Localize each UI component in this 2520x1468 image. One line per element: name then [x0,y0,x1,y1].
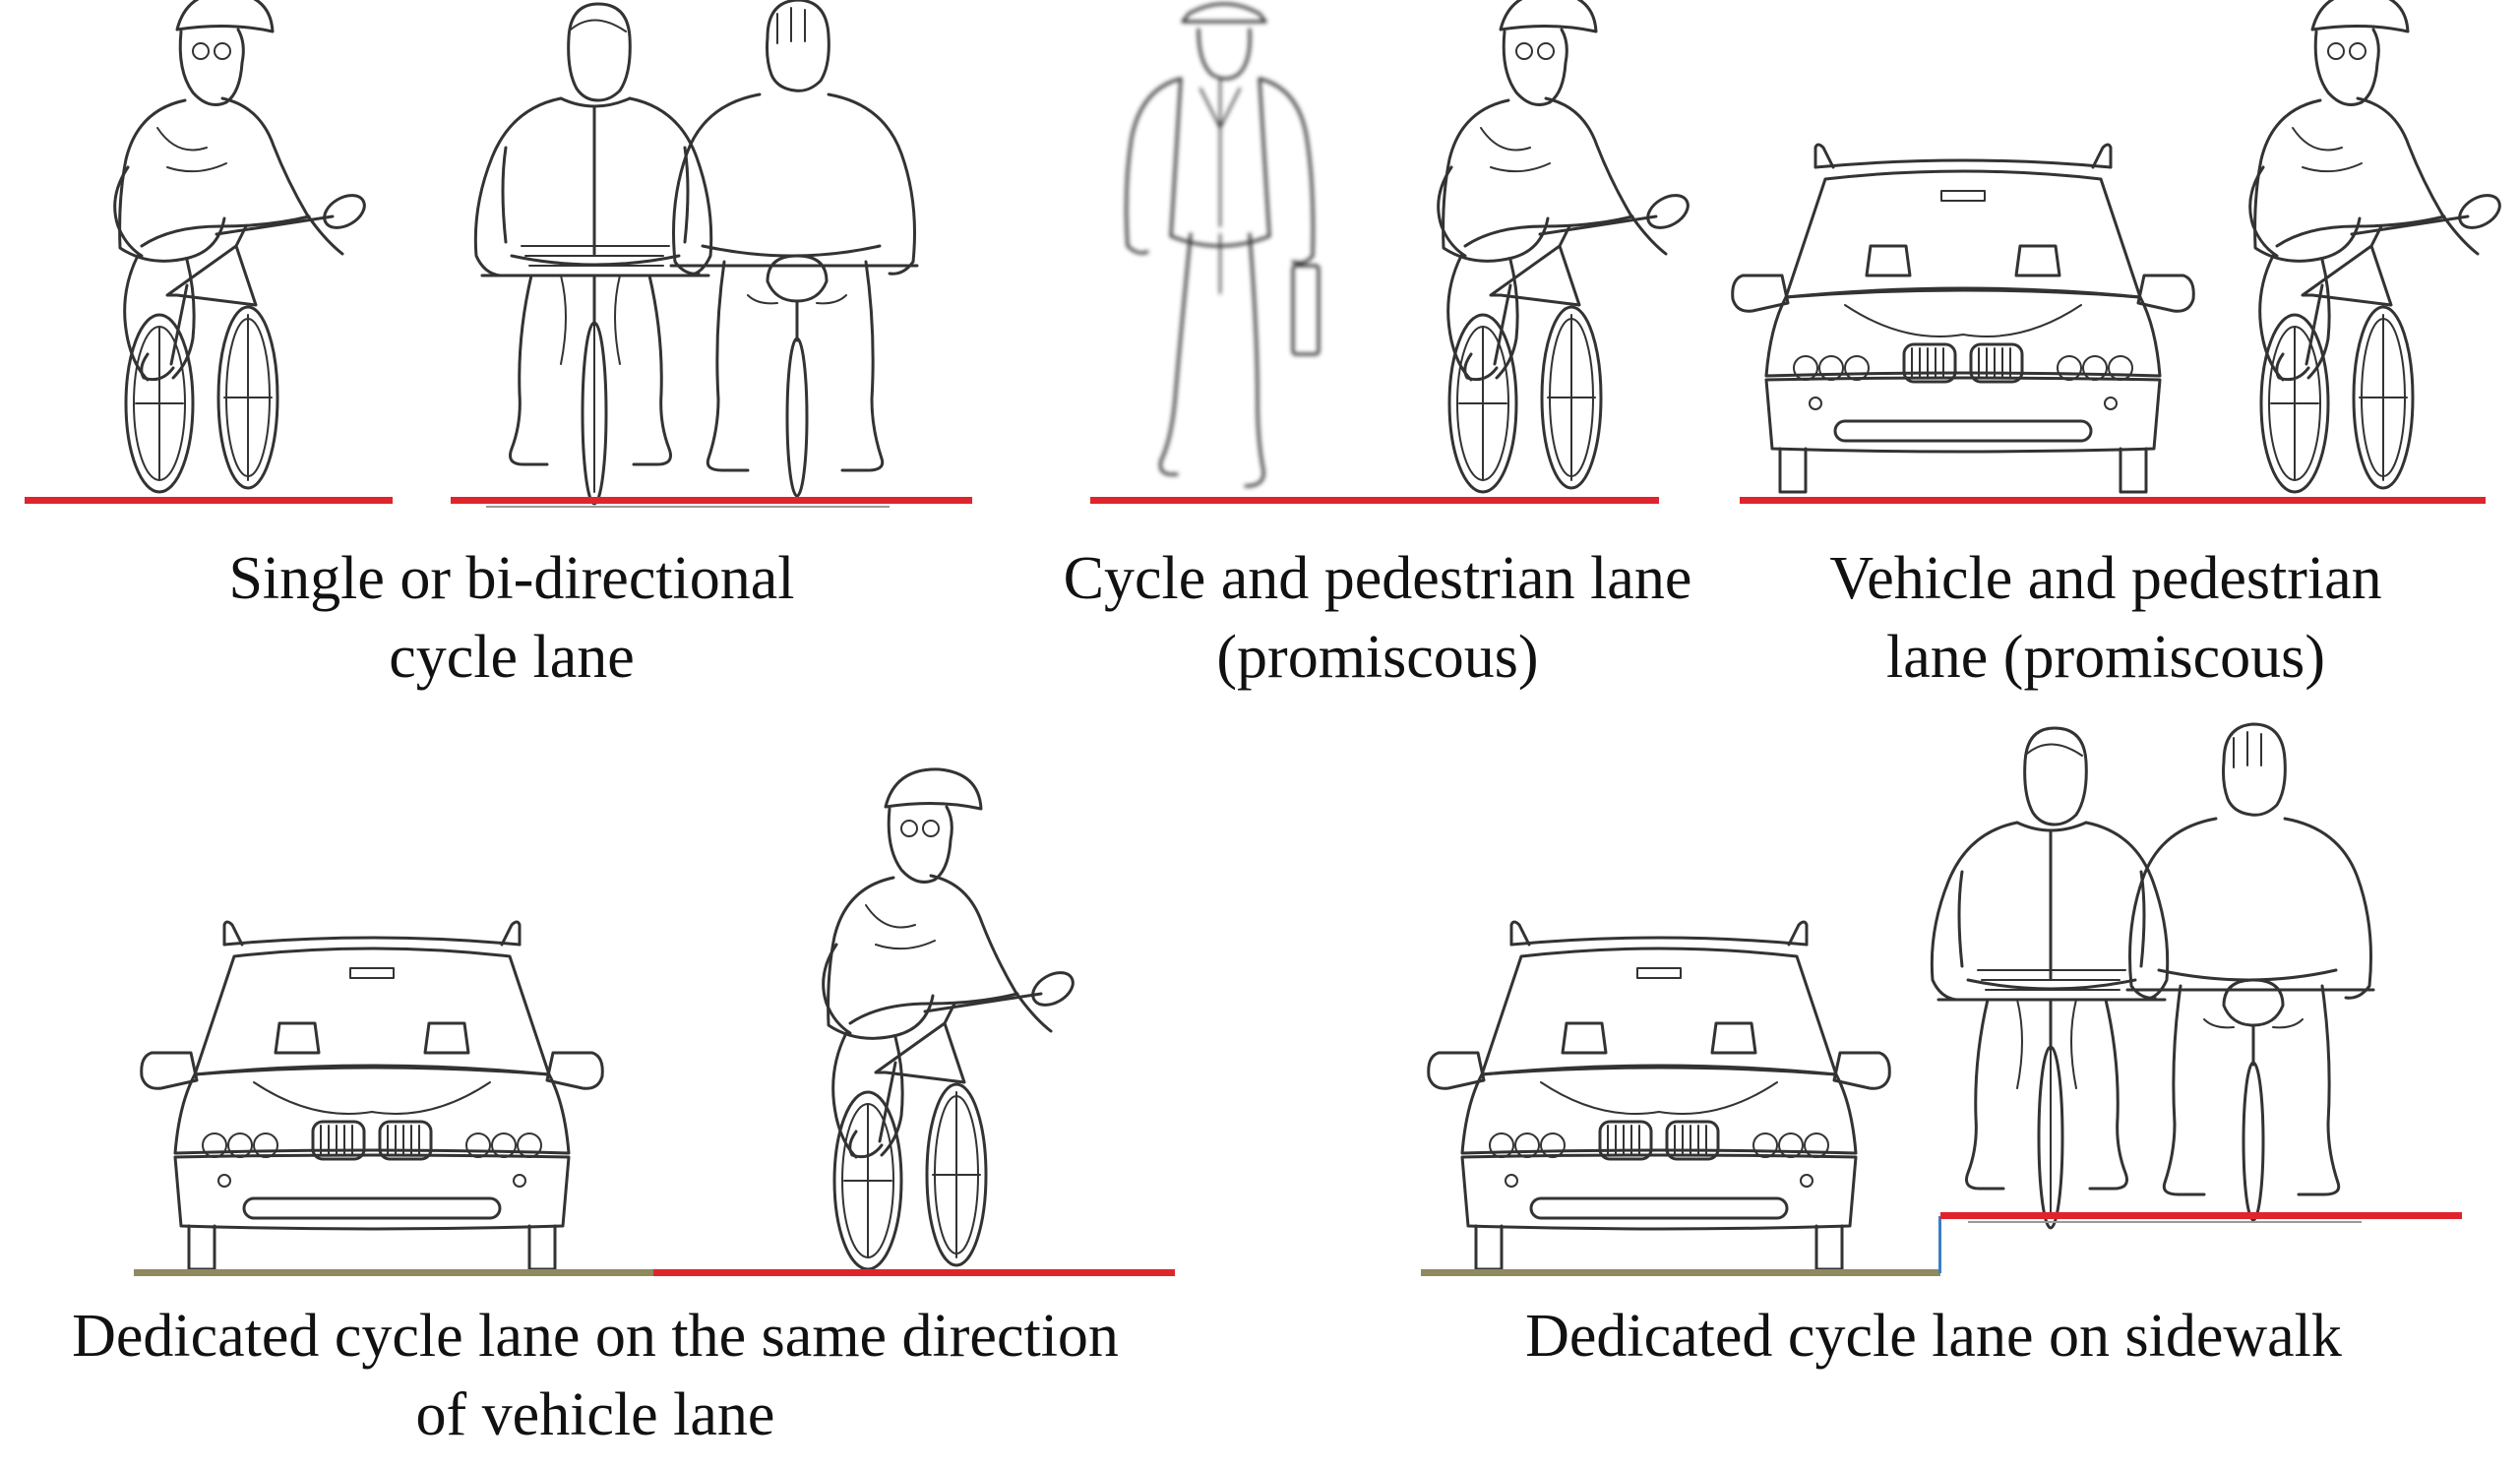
caption-dedicated-sidewalk: Dedicated cycle lane on sidewalk [1427,1297,2440,1376]
caption-line: (promiscous) [1216,624,1539,691]
curb-line [1938,1216,1941,1273]
ground-line [486,506,890,508]
panel-dedicated-same-direction-illustration [134,767,1175,1276]
panel-vehicle-pedestrian-illustration [1731,0,2507,504]
panel-cycle-pedestrian-illustration [1090,0,1695,504]
caption-cycle-pedestrian: Cycle and pedestrian lane (promiscous) [1023,539,1732,697]
cycle-lane-line [1740,497,2486,504]
caption-line: cycle lane [389,624,635,691]
cycle-lane-line [653,1269,1175,1276]
car-icon [1731,143,2195,494]
cycle-lane-line [451,497,972,504]
cyclist-icon [113,0,372,494]
caption-line: of vehicle lane [415,1381,775,1448]
car-icon [1427,920,1891,1271]
vehicle-lane-line [134,1269,655,1276]
pedestrian-icon [1125,2,1321,488]
cyclist-icon [2248,0,2507,494]
cyclist-icon [822,767,1080,1271]
cyclist-front-icon [1930,726,2170,1230]
caption-single-bidirectional: Single or bi-directional cycle lane [30,539,994,697]
ground-line [1968,1221,2362,1223]
caption-line: Single or bi-directional [228,545,795,612]
caption-line: Dedicated cycle lane on the same directi… [72,1303,1119,1370]
cyclist-front-icon [473,2,713,506]
caption-vehicle-pedestrian: Vehicle and pedestrian lane (promiscous) [1761,539,2450,697]
cycle-lane-line [1940,1212,2462,1219]
panel-dedicated-sidewalk-illustration [1421,722,2462,1276]
caption-line: Cycle and pedestrian lane [1063,545,1692,612]
caption-line: Dedicated cycle lane on sidewalk [1525,1303,2342,1370]
cyclist-back-icon [669,0,919,498]
vehicle-lane-line [1421,1269,1940,1276]
cyclist-back-icon [2125,722,2375,1222]
cycle-lane-line [25,497,393,504]
caption-dedicated-same-direction: Dedicated cycle lane on the same directi… [20,1297,1171,1454]
caption-line: lane (promiscous) [1886,624,2325,691]
cyclist-icon [1437,0,1695,494]
cycle-lane-line [1090,497,1659,504]
panel-single-bidirectional-illustration [25,0,972,508]
caption-line: Vehicle and pedestrian [1829,545,2382,612]
car-icon [140,920,604,1271]
